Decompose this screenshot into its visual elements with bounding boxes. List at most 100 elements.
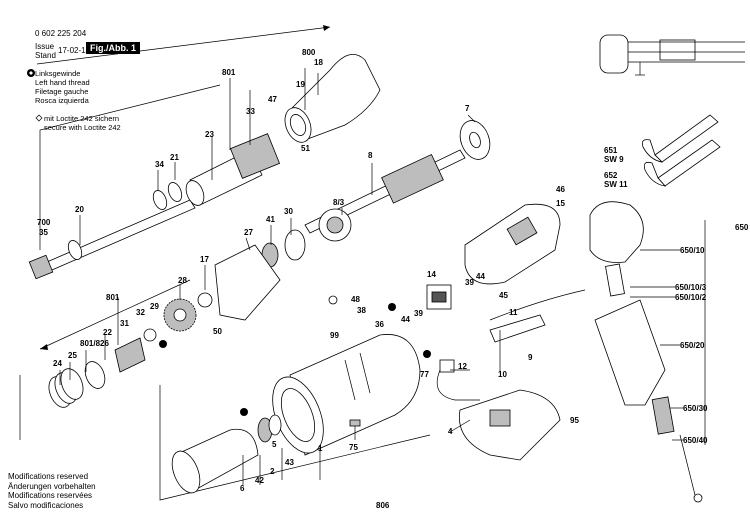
callout: 39 <box>465 278 474 287</box>
callout: 650/10 <box>680 246 705 255</box>
callout: 51 <box>301 144 310 153</box>
bracket-line <box>159 385 431 501</box>
callout: 18 <box>314 58 323 67</box>
callout: 5 <box>272 440 277 449</box>
callout: 650 <box>735 223 749 232</box>
part-number: 0 602 225 204 <box>35 29 87 38</box>
callout: 47 <box>268 95 277 104</box>
modifications-notice: Modifications reserved Änderungen vorbeh… <box>8 472 96 510</box>
callout: 42 <box>255 476 264 485</box>
left-hand-thread-icon <box>27 69 35 77</box>
power-cable <box>489 289 586 343</box>
callout: 650/30 <box>683 404 708 413</box>
callout: 46 <box>556 185 565 194</box>
callout: 75 <box>349 443 358 452</box>
switch-block <box>426 284 452 310</box>
wrench-sw9 <box>641 114 719 163</box>
callout: 22 <box>103 328 112 337</box>
e-marker-icon <box>240 408 248 416</box>
callout: 44 <box>401 315 410 324</box>
callout: 45 <box>499 291 508 300</box>
legend-line: Rosca izquierda <box>35 96 89 105</box>
callout: 25 <box>68 351 77 360</box>
axis-line <box>36 26 331 65</box>
callout: 27 <box>244 228 253 237</box>
legend-line: secure with Loctite 242 <box>44 123 121 132</box>
callout: 36 <box>375 320 384 329</box>
callout: 1 <box>318 444 323 453</box>
callout: 24 <box>53 359 62 368</box>
footer-line: Salvo modificaciones <box>8 500 84 510</box>
footer-line: Modifications reservées <box>8 491 93 500</box>
armature <box>304 149 466 242</box>
callout: 44 <box>476 272 485 281</box>
callout: SW 11 <box>604 180 628 189</box>
callout: SW 9 <box>604 155 624 164</box>
issue-label: Issue <box>35 42 55 51</box>
callout: 14 <box>427 270 436 279</box>
callout: 801 <box>106 293 120 302</box>
legend-line: mit Loctite 242 sichern <box>44 114 120 123</box>
callout-labels: 800 18 801 19 33 47 23 7 51 34 21 8 20 8… <box>37 48 749 510</box>
callout: 50 <box>213 327 222 336</box>
issue-date: 17-02-14 <box>58 46 91 55</box>
callout: 30 <box>284 207 293 216</box>
motor-housing <box>272 334 421 456</box>
callout: 800 <box>302 48 316 57</box>
footer-line: Änderungen vorbehalten <box>8 481 96 491</box>
callout: 95 <box>570 416 579 425</box>
left-hand-thread-legend: Linksgewinde Left hand thread Filetage g… <box>35 69 90 105</box>
capacitor-assembly <box>436 359 480 401</box>
callout: 77 <box>420 370 429 379</box>
axis-line <box>39 279 191 350</box>
callout: 650/20 <box>680 341 705 350</box>
left-hand-thread-icon <box>159 340 167 348</box>
wrench-sw11 <box>643 139 721 187</box>
leader-lines <box>59 68 706 485</box>
switch-cover <box>464 203 561 285</box>
wiring-schematic <box>599 34 745 76</box>
callout: 12 <box>458 362 467 371</box>
rear-cap <box>171 414 282 494</box>
callout: 41 <box>266 215 275 224</box>
callout: 48 <box>351 295 360 304</box>
e-marker-icon <box>388 303 396 311</box>
callout: 9 <box>528 353 533 362</box>
legend-line: Filetage gauche <box>35 87 89 96</box>
callout: 650/40 <box>683 436 708 445</box>
callout: 801/826 <box>80 339 109 348</box>
callout: 650/10/2 <box>675 293 707 302</box>
stand-label: Stand <box>35 51 56 60</box>
callout: 650/10/3 <box>675 283 707 292</box>
auxiliary-handle <box>589 201 703 503</box>
callout: 19 <box>296 80 305 89</box>
callout: 15 <box>556 199 565 208</box>
spindle-shaft <box>28 182 196 280</box>
spacer-washer <box>459 120 491 160</box>
callout: 651 <box>604 146 618 155</box>
loctite-legend: mit Loctite 242 sichern secure with Loct… <box>44 114 121 132</box>
collet-housing <box>185 133 281 206</box>
callout: 43 <box>285 458 294 467</box>
callout: 4 <box>448 427 453 436</box>
callout: 8 <box>368 151 373 160</box>
callout: 700 <box>37 218 51 227</box>
legend-line: Linksgewinde <box>35 69 81 78</box>
callout: 11 <box>509 308 518 317</box>
e-marker-icon <box>423 350 431 358</box>
callout: 39 <box>414 309 423 318</box>
callout: 23 <box>205 130 214 139</box>
loctite-icon <box>35 114 43 122</box>
screw <box>349 419 361 440</box>
callout: 8/3 <box>333 198 345 207</box>
callout: 7 <box>465 104 470 113</box>
callout: 35 <box>39 228 48 237</box>
callout: 6 <box>240 484 245 493</box>
figure-label: Fig./Abb. 1 <box>86 42 140 54</box>
arrow-icon <box>323 25 330 31</box>
footer-line: Modifications reserved <box>8 472 89 481</box>
gear-wheel <box>163 292 213 332</box>
callout: 31 <box>120 319 129 328</box>
callout: 29 <box>150 302 159 311</box>
callout: 34 <box>155 160 164 169</box>
